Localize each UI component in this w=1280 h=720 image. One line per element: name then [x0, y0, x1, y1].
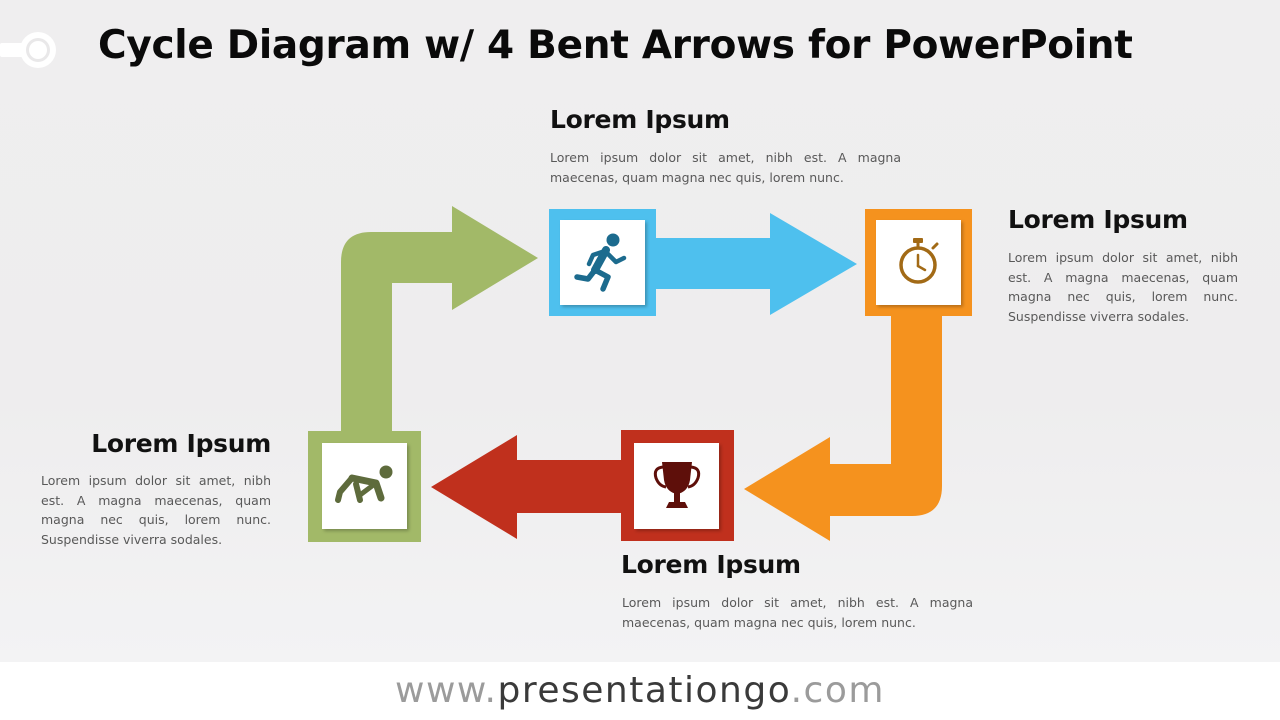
step-body-time: Lorem ipsum dolor sit amet, nibh est. A …: [1008, 250, 1238, 324]
slide: Cycle Diagram w/ 4 Bent Arrows for Power…: [0, 0, 1280, 662]
step-heading-start: Lorem Ipsum: [91, 429, 271, 458]
cycle-diagram: [308, 206, 972, 542]
slide-title: Cycle Diagram w/ 4 Bent Arrows for Power…: [98, 23, 1133, 68]
step-body-win: Lorem ipsum dolor sit amet, nibh est. A …: [622, 595, 973, 630]
green-icon-tile: [322, 443, 407, 529]
footer-domain: presentationgo: [497, 670, 791, 711]
step-heading-win: Lorem Ipsum: [621, 550, 801, 579]
blue-arrow: [652, 213, 857, 315]
step-body-run: Lorem ipsum dolor sit amet, nibh est. A …: [550, 150, 901, 185]
trophy-icon: [653, 462, 701, 508]
footer-suffix: .com: [790, 670, 885, 711]
step-heading-run: Lorem Ipsum: [550, 105, 730, 134]
running-person-icon: [574, 233, 627, 292]
green-bent-arrow: [341, 206, 538, 432]
crouching-start-runner-icon: [335, 465, 393, 503]
stopwatch-icon: [899, 238, 939, 284]
red-arrow: [431, 435, 628, 539]
footer-prefix: www.: [395, 670, 498, 711]
orange-bent-arrow: [744, 312, 942, 541]
step-body-start: Lorem ipsum dolor sit amet, nibh est. A …: [41, 473, 271, 547]
step-heading-time: Lorem Ipsum: [1008, 205, 1188, 234]
footer-website: www.presentationgo.com: [0, 662, 1280, 720]
pushpin-icon: [0, 32, 56, 68]
